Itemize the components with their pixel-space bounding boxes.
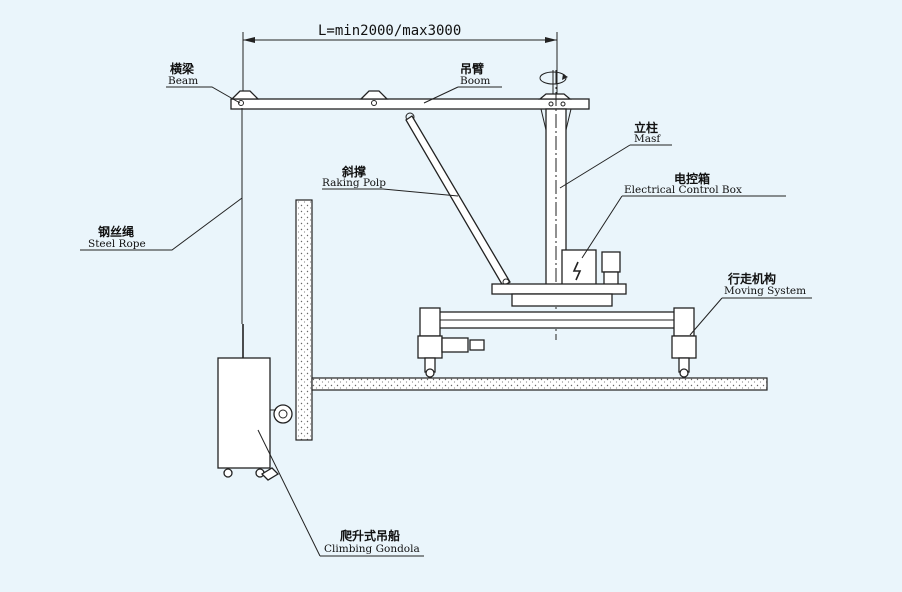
raking-pole-label-cn: 斜撑 (341, 164, 366, 179)
label-mast: 立柱 Masf (634, 120, 661, 145)
gondola-label-cn: 爬升式吊船 (339, 528, 400, 543)
label-steel-rope: 钢丝绳 Steel Rope (88, 224, 146, 250)
leader-lines (80, 86, 812, 557)
control-box-label-cn: 电控箱 (674, 171, 710, 186)
label-beam: 横梁 Beam (168, 61, 198, 87)
rotation-icon (539, 70, 568, 98)
moving-label-en: Moving System (724, 285, 806, 297)
beam-label-cn: 横梁 (170, 61, 194, 76)
left-wheel-unit (417, 307, 485, 378)
label-raking-pole: 斜撑 Raking Polp (322, 164, 386, 189)
dimension-line: L=min2000/max3000 (242, 23, 558, 96)
mast-label-cn: 立柱 (634, 120, 658, 135)
label-boom: 吊臂 Boom (460, 61, 490, 87)
mast-label-en: Masf (634, 133, 661, 145)
gondola (217, 357, 293, 481)
beam-label-en: Beam (168, 75, 198, 87)
steel-rope-label-en: Steel Rope (88, 238, 146, 250)
boom (230, 90, 590, 110)
label-moving-system: 行走机构 Moving System (724, 271, 806, 297)
dimension-text: L=min2000/max3000 (318, 23, 461, 39)
chassis (429, 283, 693, 329)
building-structure (295, 199, 768, 441)
boom-label-en: Boom (460, 75, 490, 87)
steel-rope-label-cn: 钢丝绳 (98, 224, 134, 239)
right-wheel-unit (671, 307, 697, 378)
raking-pole-label-en: Raking Polp (322, 177, 386, 189)
control-box-label-en: Electrical Control Box (624, 184, 742, 196)
gondola-label-en: Climbing Gondola (324, 543, 420, 555)
label-gondola: 爬升式吊船 Climbing Gondola (324, 528, 420, 555)
moving-label-cn: 行走机构 (727, 271, 776, 286)
boom-label-cn: 吊臂 (460, 61, 484, 76)
raking-pole (405, 112, 511, 287)
label-control-box: 电控箱 Electrical Control Box (624, 171, 742, 196)
